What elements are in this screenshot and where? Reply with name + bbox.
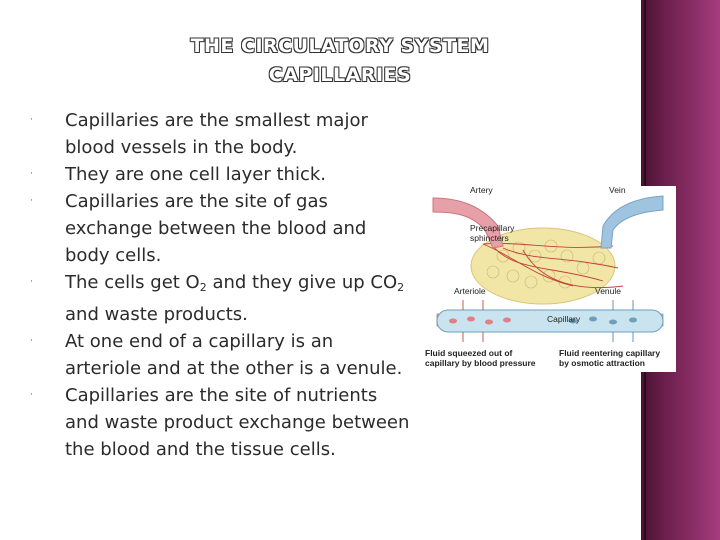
bullet-text: They are one cell layer thick. xyxy=(65,164,326,185)
subscript: 2 xyxy=(199,281,207,294)
label-fluid-out-line2: capillary by blood pressure xyxy=(425,358,536,368)
vein-vessel xyxy=(600,195,664,249)
bullet-item: · At one end of a capillary is an arteri… xyxy=(20,328,410,382)
fluid-in-arrows xyxy=(612,300,634,342)
blood-cells xyxy=(449,316,511,325)
bullet-item: · They are one cell layer thick. xyxy=(20,161,410,188)
label-artery: Artery xyxy=(470,186,493,195)
bullet-item: · Capillaries are the site of nutrients … xyxy=(20,382,410,463)
label-precapillary: Precapillary xyxy=(470,223,515,233)
bullet-text: Capillaries are the site of gas exchange… xyxy=(65,191,367,266)
label-arteriole: Arteriole xyxy=(454,286,486,296)
bullet-item: · Capillaries are the site of gas exchan… xyxy=(20,188,410,269)
bullet-marker: · xyxy=(30,115,33,125)
bullet-text: Capillaries are the smallest major blood… xyxy=(65,110,368,158)
bullet-item: · Capillaries are the smallest major blo… xyxy=(20,107,410,161)
label-fluid-out-line1: Fluid squeezed out of xyxy=(425,348,513,358)
bullet-marker: · xyxy=(30,390,33,400)
bullet-text: At one end of a capillary is an arteriol… xyxy=(65,331,403,379)
label-fluid-in-line2: by osmotic attraction xyxy=(559,358,645,368)
slide-title-line2: CAPILLARIES xyxy=(268,64,412,86)
capillary-network xyxy=(482,243,624,289)
artery-vessel xyxy=(432,197,504,249)
bullet-marker: · xyxy=(30,169,33,179)
bullet-text-pre: The cells get O xyxy=(65,272,200,293)
fluid-out-arrows xyxy=(462,300,484,342)
capillary-bed-illustration: Artery Vein Precapillary sphincters Arte… xyxy=(425,186,664,368)
bullet-text-post: and waste products. xyxy=(65,304,248,325)
label-capillary: Capillary xyxy=(547,314,581,324)
slide-title-line1: THE CIRCULATORY SYSTEM xyxy=(190,35,490,57)
capillary-tube xyxy=(436,309,664,333)
bullet-marker: · xyxy=(30,196,33,206)
subscript: 2 xyxy=(397,281,405,294)
bullet-marker: · xyxy=(30,336,33,346)
bullet-text: Capillaries are the site of nutrients an… xyxy=(65,385,410,460)
bullet-list: · Capillaries are the smallest major blo… xyxy=(20,107,410,463)
bullet-marker: · xyxy=(30,277,33,287)
bullet-text-mid: and they give up CO xyxy=(206,272,398,293)
label-sphincters: sphincters xyxy=(470,233,509,243)
bullet-item: · The cells get O2 and they give up CO2 … xyxy=(20,269,410,328)
capillary-bed-figure: Artery Vein Precapillary sphincters Arte… xyxy=(423,186,676,372)
label-venule: Venule xyxy=(595,286,621,296)
label-fluid-in-line1: Fluid reentering capillary xyxy=(559,348,660,358)
label-vein: Vein xyxy=(609,186,626,195)
blood-cells-deoxygenated xyxy=(569,316,637,325)
